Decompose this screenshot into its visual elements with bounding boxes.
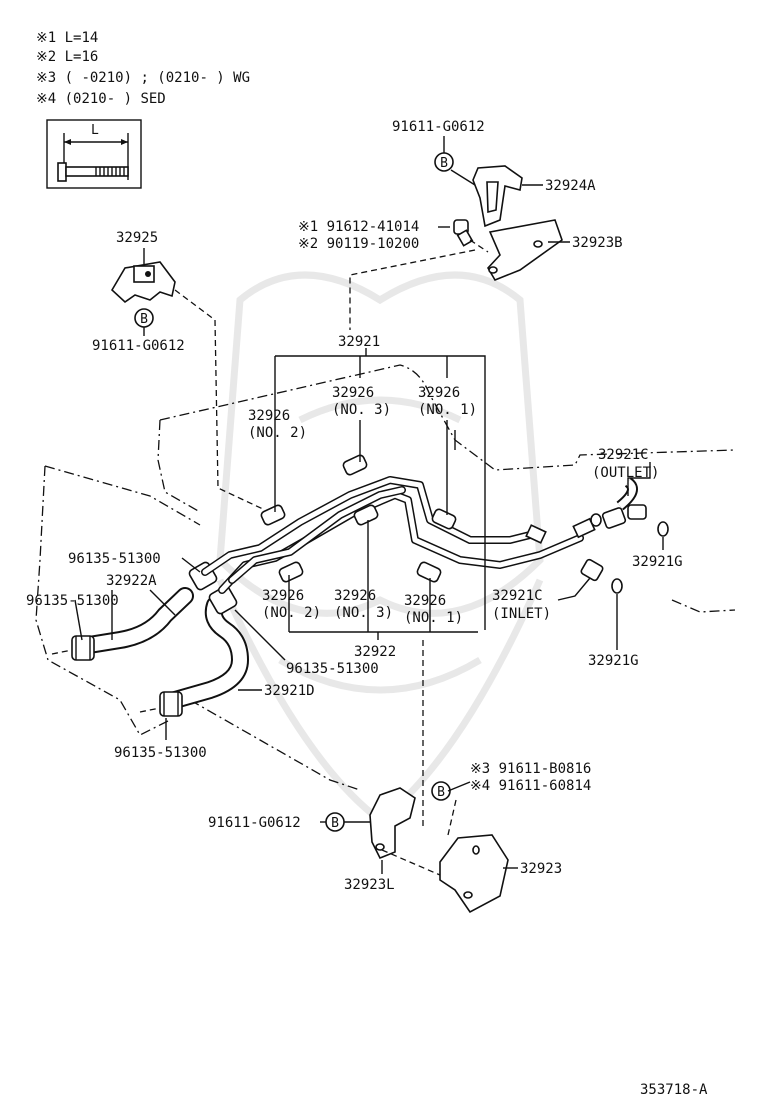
- gasket-icon: [657, 521, 669, 537]
- hose-32922a: [74, 587, 194, 655]
- b-symbol-mid: B: [437, 785, 445, 800]
- bolt-b-symbol: B: [431, 781, 451, 801]
- outlet-union-icon: [590, 477, 647, 529]
- label-cushion-no2-bot-sub: (NO. 2): [262, 605, 321, 621]
- label-32923: 32923: [520, 861, 562, 877]
- inlet-union-icon: [580, 558, 604, 582]
- label-cushion-no2-top-sub: (NO. 2): [248, 425, 307, 441]
- cushion-icon: [278, 561, 304, 583]
- gasket-icon: [611, 578, 623, 594]
- label-cushion-no2-top: 32926: [248, 408, 290, 424]
- label-cushion-no3-top-sub: (NO. 3): [332, 402, 391, 418]
- label-bolt-3: ※3 91611-B0816: [470, 761, 591, 777]
- vehicle-outline: [35, 364, 736, 791]
- watermark: [216, 271, 544, 825]
- legend-dimension-label: L: [91, 123, 99, 138]
- label-cushion-no1-top-sub: (NO. 1): [418, 402, 477, 418]
- bracket-32924a-icon: [472, 165, 523, 228]
- label-clip-c: 96135-51300: [286, 661, 379, 677]
- cushion-icon: [260, 504, 286, 526]
- label-cushion-no1-bot: 32926: [404, 593, 446, 609]
- label-outlet-union: 32921C: [598, 447, 649, 463]
- b-symbol-top: B: [440, 156, 448, 171]
- label-32925: 32925: [116, 230, 158, 246]
- note-3: ※3 ( -0210) ; (0210- ) WG: [36, 70, 250, 86]
- label-bolt-2: ※2 90119-10200: [298, 236, 419, 252]
- bracket-32923b-icon: [487, 219, 563, 281]
- note-4: ※4 (0210- ) SED: [36, 91, 166, 107]
- note-2: ※2 L=16: [36, 49, 98, 65]
- clamp-32925-icon: [110, 261, 176, 304]
- label-32924a: 32924A: [545, 178, 596, 194]
- label-cushion-no3-top: 32926: [332, 385, 374, 401]
- bolt-b-symbol: B: [134, 308, 154, 328]
- legend-bolt-head-icon: [57, 162, 67, 182]
- label-b-bottom: 91611-G0612: [208, 815, 301, 831]
- bolt-b-symbol: B: [325, 812, 345, 832]
- diagram-id: 353718-A: [640, 1082, 708, 1098]
- label-bolt-4: ※4 91611-60814: [470, 778, 591, 794]
- label-bolt-1: ※1 91612-41014: [298, 219, 419, 235]
- label-32921: 32921: [338, 334, 380, 350]
- label-cushion-no2-bot: 32926: [262, 588, 304, 604]
- bolt-length-legend: L: [46, 119, 142, 189]
- label-inlet-union-sub: (INLET): [492, 606, 551, 622]
- label-cushion-no3-bot-sub: (NO. 3): [334, 605, 393, 621]
- label-32923l: 32923L: [344, 877, 395, 893]
- label-32923b: 32923B: [572, 235, 623, 251]
- label-clip-a: 96135-51300: [68, 551, 161, 567]
- label-clip-d: 96135-51300: [114, 745, 207, 761]
- label-b-left: 91611-G0612: [92, 338, 185, 354]
- label-outlet-union-sub: (OUTLET): [592, 465, 659, 481]
- oil-cooler-tubes: [201, 476, 584, 594]
- note-1: ※1 L=14: [36, 30, 98, 46]
- label-32921d: 32921D: [264, 683, 315, 699]
- label-gasket-top: 32921G: [632, 554, 683, 570]
- label-32922a: 32922A: [106, 573, 157, 589]
- label-cushion-no3-bot: 32926: [334, 588, 376, 604]
- clip-icon: [208, 585, 238, 615]
- b-symbol-left: B: [140, 312, 148, 327]
- label-inlet-union: 32921C: [492, 588, 543, 604]
- label-clip-b: 96135-51300: [26, 593, 119, 609]
- clip-icon: [51, 635, 95, 661]
- cushion-icon: [342, 454, 368, 476]
- label-gasket-bot: 32921G: [588, 653, 639, 669]
- footnotes: ※1 L=14 ※2 L=16 ※3 ( -0210) ; (0210- ) W…: [36, 30, 250, 107]
- cushion-icon: [416, 561, 442, 583]
- bolt-b-symbol: B: [434, 152, 454, 172]
- clip-icon: [139, 691, 183, 717]
- b-symbol-bottom: B: [331, 816, 339, 831]
- label-b-top: 91611-G0612: [392, 119, 485, 135]
- bracket-32923-icon: [439, 834, 509, 914]
- bolt-icon: [453, 219, 489, 253]
- bracket-32923l-icon: [369, 787, 416, 860]
- tube-fitting-icon: [525, 517, 596, 544]
- part-labels: 91611-G0612 32924A ※1 91612-41014 ※2 901…: [26, 119, 708, 1098]
- cushion-icon: [353, 504, 379, 526]
- label-cushion-no1-top: 32926: [418, 385, 460, 401]
- leader-lines: [74, 136, 664, 876]
- label-cushion-no1-bot-sub: (NO. 1): [404, 610, 463, 626]
- legend-bolt-shank-icon: [65, 166, 129, 177]
- hose-32921d: [166, 596, 250, 709]
- label-32922: 32922: [354, 644, 396, 660]
